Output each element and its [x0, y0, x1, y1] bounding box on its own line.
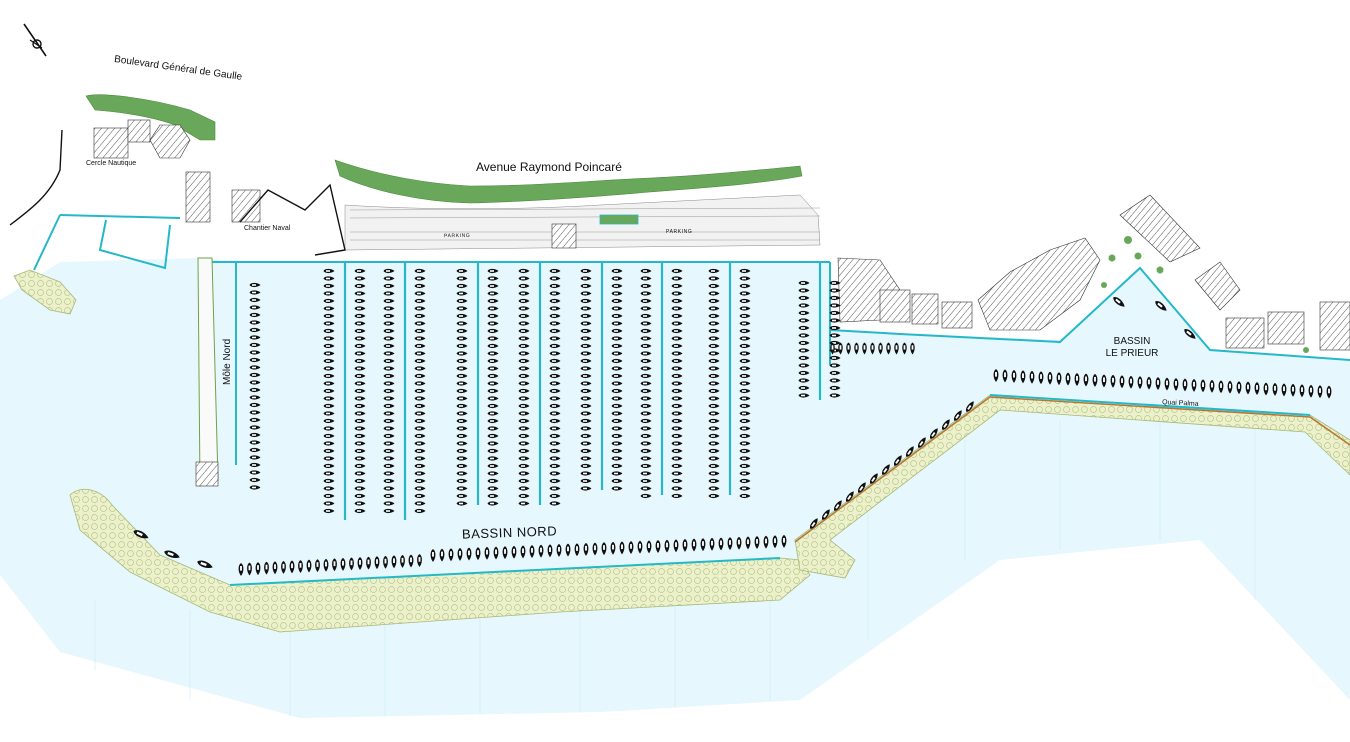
parking-island — [599, 214, 639, 225]
compass-arrow-icon — [23, 23, 47, 57]
trees-east — [1101, 236, 1309, 353]
parking-label-1: PARKING — [443, 232, 471, 240]
boat — [829, 295, 841, 301]
chantier-outline — [239, 183, 346, 256]
mole-nord-label: Môle Nord — [222, 338, 233, 385]
main-quay-lines — [33, 214, 1350, 586]
parking-label-2: PARKING — [666, 229, 693, 235]
bassin-label-line2: LE PRIEUR — [1105, 348, 1159, 359]
parking-stripes — [349, 207, 821, 241]
breakwater-north — [69, 488, 811, 633]
boat — [829, 310, 841, 316]
cercle-nautique-label: Cercle Nautique — [86, 160, 137, 167]
west-jetty-stones — [13, 269, 77, 315]
bassin-label-line1: BASSIN — [1113, 336, 1151, 347]
bassin-le-prieur-label: BASSIN LE PRIEUR — [1102, 336, 1162, 360]
buildings-west — [93, 119, 577, 249]
boat — [829, 303, 841, 308]
mole-building — [195, 461, 219, 487]
quay-edge-east — [794, 396, 1350, 543]
pontoons — [343, 262, 822, 520]
chantier-naval-label: Chantier Naval — [244, 225, 291, 232]
parking-area — [344, 194, 821, 251]
avenue-greenery — [334, 159, 803, 204]
avenue-label: Avenue Raymond Poincaré — [476, 160, 622, 174]
coast-line-west — [9, 129, 63, 226]
buildings-east — [837, 194, 1350, 351]
water-grid — [94, 420, 1256, 716]
